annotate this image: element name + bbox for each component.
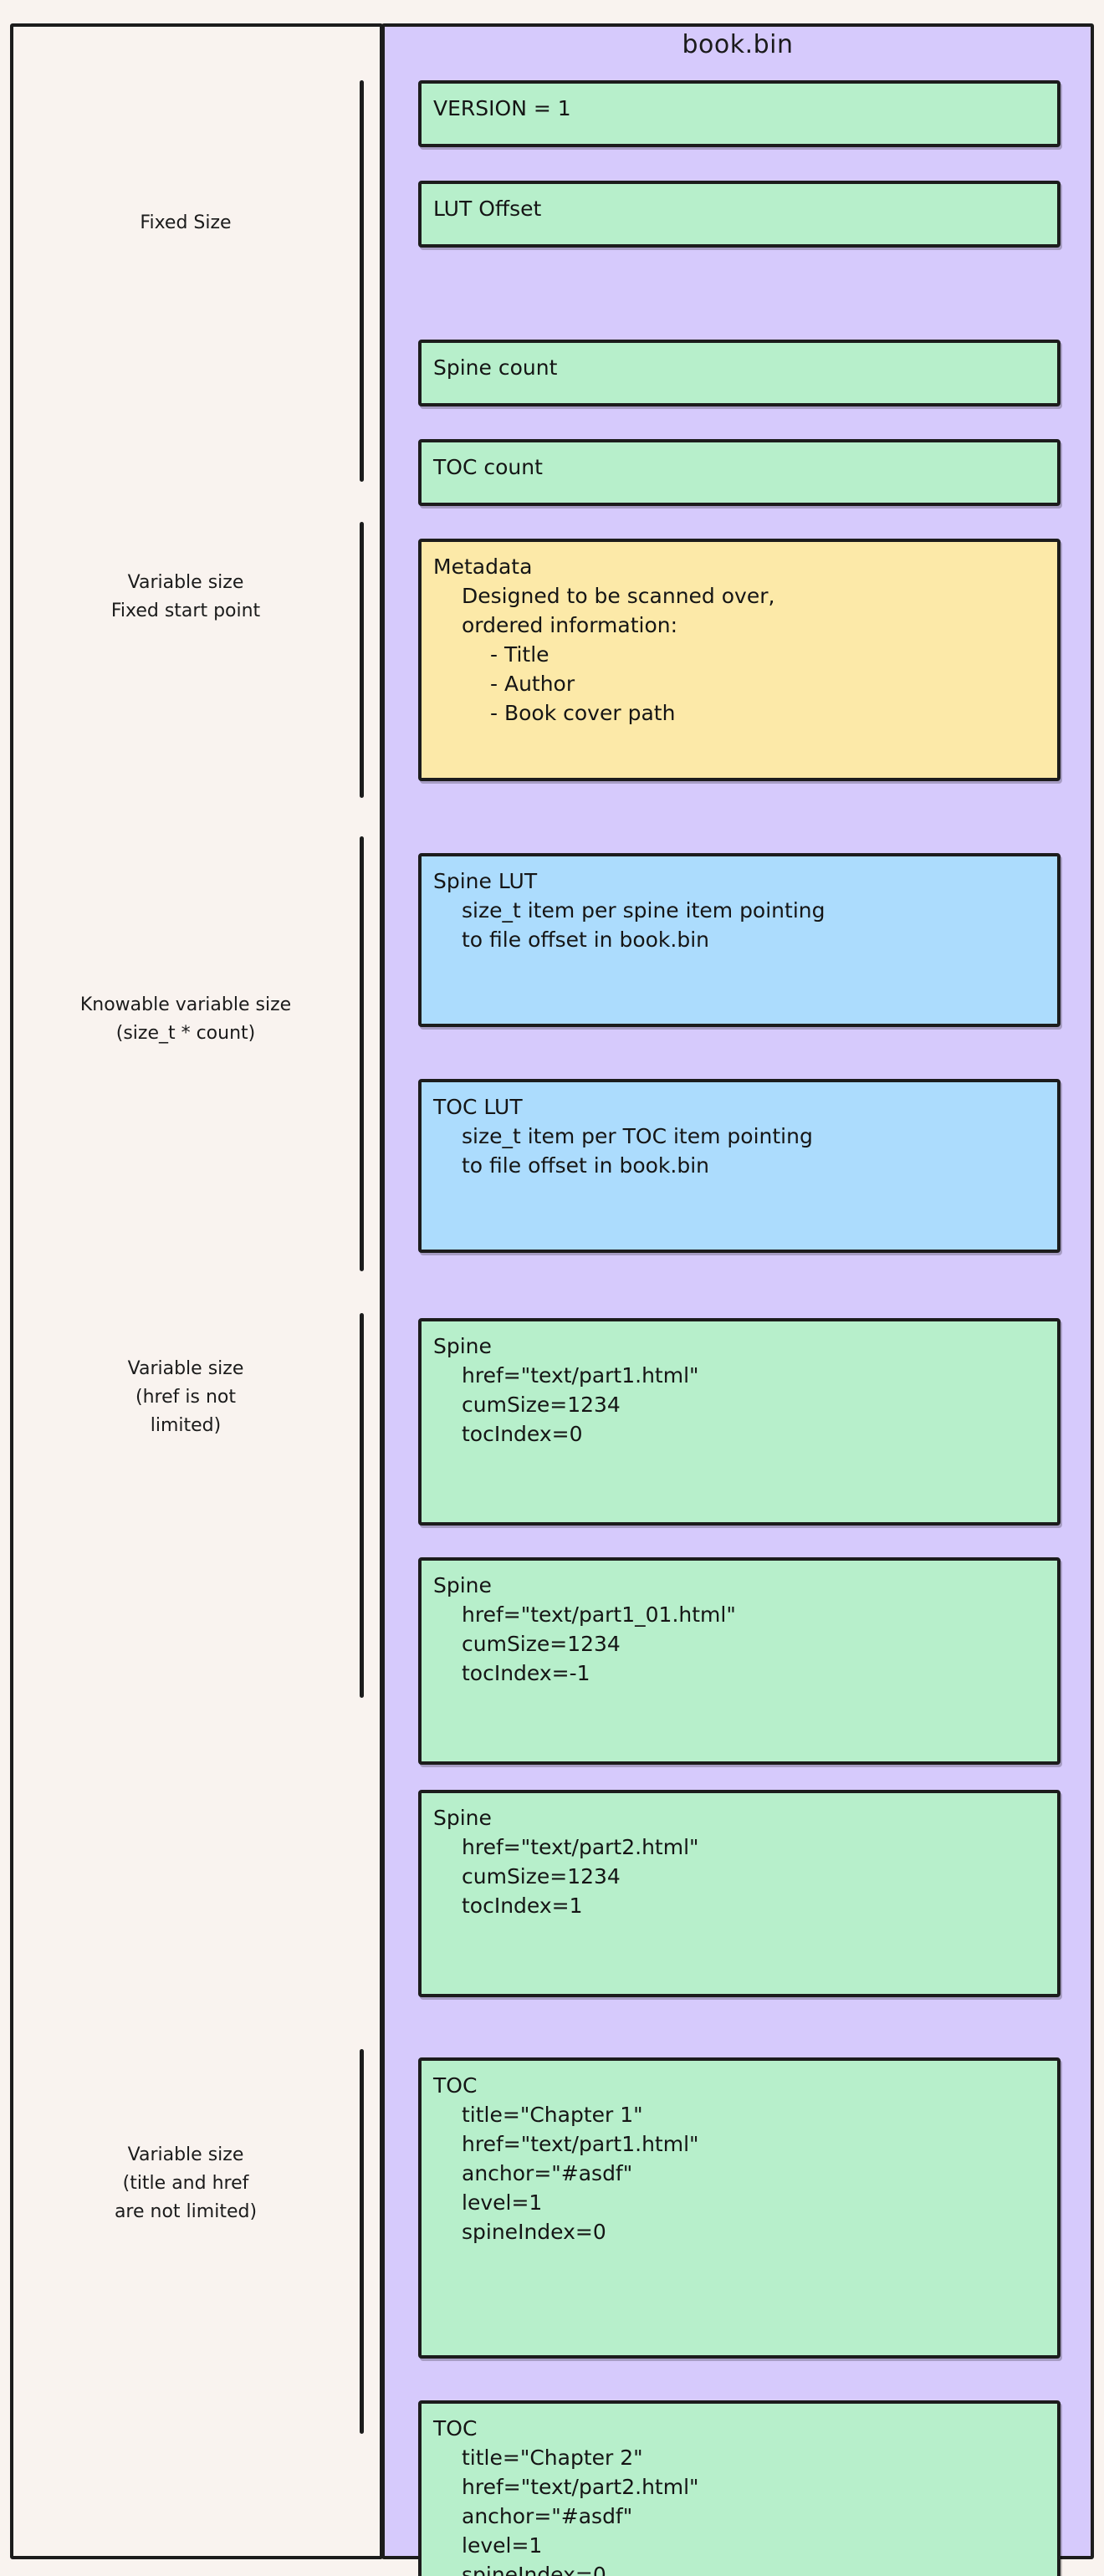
side-label-2: Knowable variable size (size_t * count) [79, 994, 292, 1044]
record-block-header: Spine [433, 1334, 492, 1358]
record-block-header: VERSION = 1 [433, 96, 571, 120]
record-block-11: TOC title="Chapter 2" href="text/part2.htm… [418, 2400, 1061, 2576]
record-block-1: LUT Offset [418, 181, 1061, 248]
record-block-6: TOC LUT size_t item per TOC item pointing… [418, 1079, 1061, 1253]
record-block-line: tocIndex=-1 [462, 1661, 590, 1685]
record-block-line: href="text/part2.html" [462, 1835, 699, 1859]
record-block-line: cumSize=1234 [462, 1632, 621, 1656]
record-block-line: - Title [490, 642, 549, 667]
record-block-header: TOC count [433, 455, 543, 479]
side-label-3: Variable size (href is not limited) [127, 1358, 244, 1436]
record-block-line: spineIndex=0 [462, 2563, 606, 2576]
record-block-header: Spine [433, 1573, 492, 1597]
record-block-line: href="text/part2.html" [462, 2475, 699, 2499]
record-block-0: VERSION = 1 [418, 80, 1061, 147]
record-block-header: Spine [433, 1806, 492, 1830]
record-block-line: href="text/part1.html" [462, 2132, 699, 2156]
section-bracket-3 [360, 1313, 364, 1698]
record-block-line: to file offset in book.bin [462, 1153, 710, 1178]
record-block-line: size_t item per spine item pointing [462, 898, 825, 923]
record-block-7: Spine href="text/part1.html" cumSize=1234 t… [418, 1318, 1061, 1526]
record-block-8: Spine href="text/part1_01.html" cumSize=12… [418, 1557, 1061, 1765]
record-block-line: - Author [490, 672, 575, 696]
record-block-line: anchor="#asdf" [462, 2504, 633, 2528]
record-block-header: TOC [433, 2416, 478, 2441]
record-block-header: Spine LUT [433, 869, 538, 893]
record-block-header: LUT Offset [433, 197, 542, 221]
record-block-10: TOC title="Chapter 1" href="text/part1.htm… [418, 2057, 1061, 2359]
record-block-line: anchor="#asdf" [462, 2161, 633, 2185]
record-block-line: ordered information: [462, 613, 678, 637]
record-block-line: Designed to be scanned over, [462, 584, 775, 608]
record-block-header: TOC [433, 2073, 478, 2098]
section-bracket-4 [360, 2049, 364, 2434]
record-block-line: title="Chapter 2" [462, 2446, 643, 2470]
record-block-line: level=1 [462, 2190, 543, 2215]
record-block-line: title="Chapter 1" [462, 2103, 643, 2127]
record-block-header: Spine count [433, 355, 558, 380]
record-block-2: Spine count [418, 340, 1061, 406]
annotation-column-frame [10, 23, 383, 2559]
record-block-line: level=1 [462, 2533, 543, 2558]
record-block-line: href="text/part1.html" [462, 1363, 699, 1388]
record-block-5: Spine LUT size_t item per spine item poin… [418, 853, 1061, 1027]
section-bracket-1 [360, 522, 364, 798]
record-block-header: Metadata [433, 555, 533, 579]
section-bracket-0 [360, 80, 364, 482]
record-block-header: TOC LUT [433, 1095, 523, 1119]
section-bracket-2 [360, 836, 364, 1271]
record-block-9: Spine href="text/part2.html" cumSize=1234 t… [418, 1790, 1061, 1997]
record-block-line: size_t item per TOC item pointing [462, 1124, 813, 1148]
record-block-3: TOC count [418, 439, 1061, 506]
record-block-line: - Book cover path [490, 701, 676, 725]
record-block-line: cumSize=1234 [462, 1393, 621, 1417]
side-label-0: Fixed Size [140, 212, 232, 233]
file-title: book.bin [682, 30, 794, 59]
record-block-line: cumSize=1234 [462, 1864, 621, 1889]
record-block-line: tocIndex=1 [462, 1894, 583, 1918]
side-label-1: Variable size Fixed start point [110, 572, 261, 621]
record-block-line: tocIndex=0 [462, 1422, 583, 1446]
record-block-line: to file offset in book.bin [462, 928, 710, 952]
record-block-line: href="text/part1_01.html" [462, 1602, 736, 1627]
side-label-4: Variable size (title and href are not li… [114, 2144, 258, 2222]
record-block-line: spineIndex=0 [462, 2220, 606, 2244]
